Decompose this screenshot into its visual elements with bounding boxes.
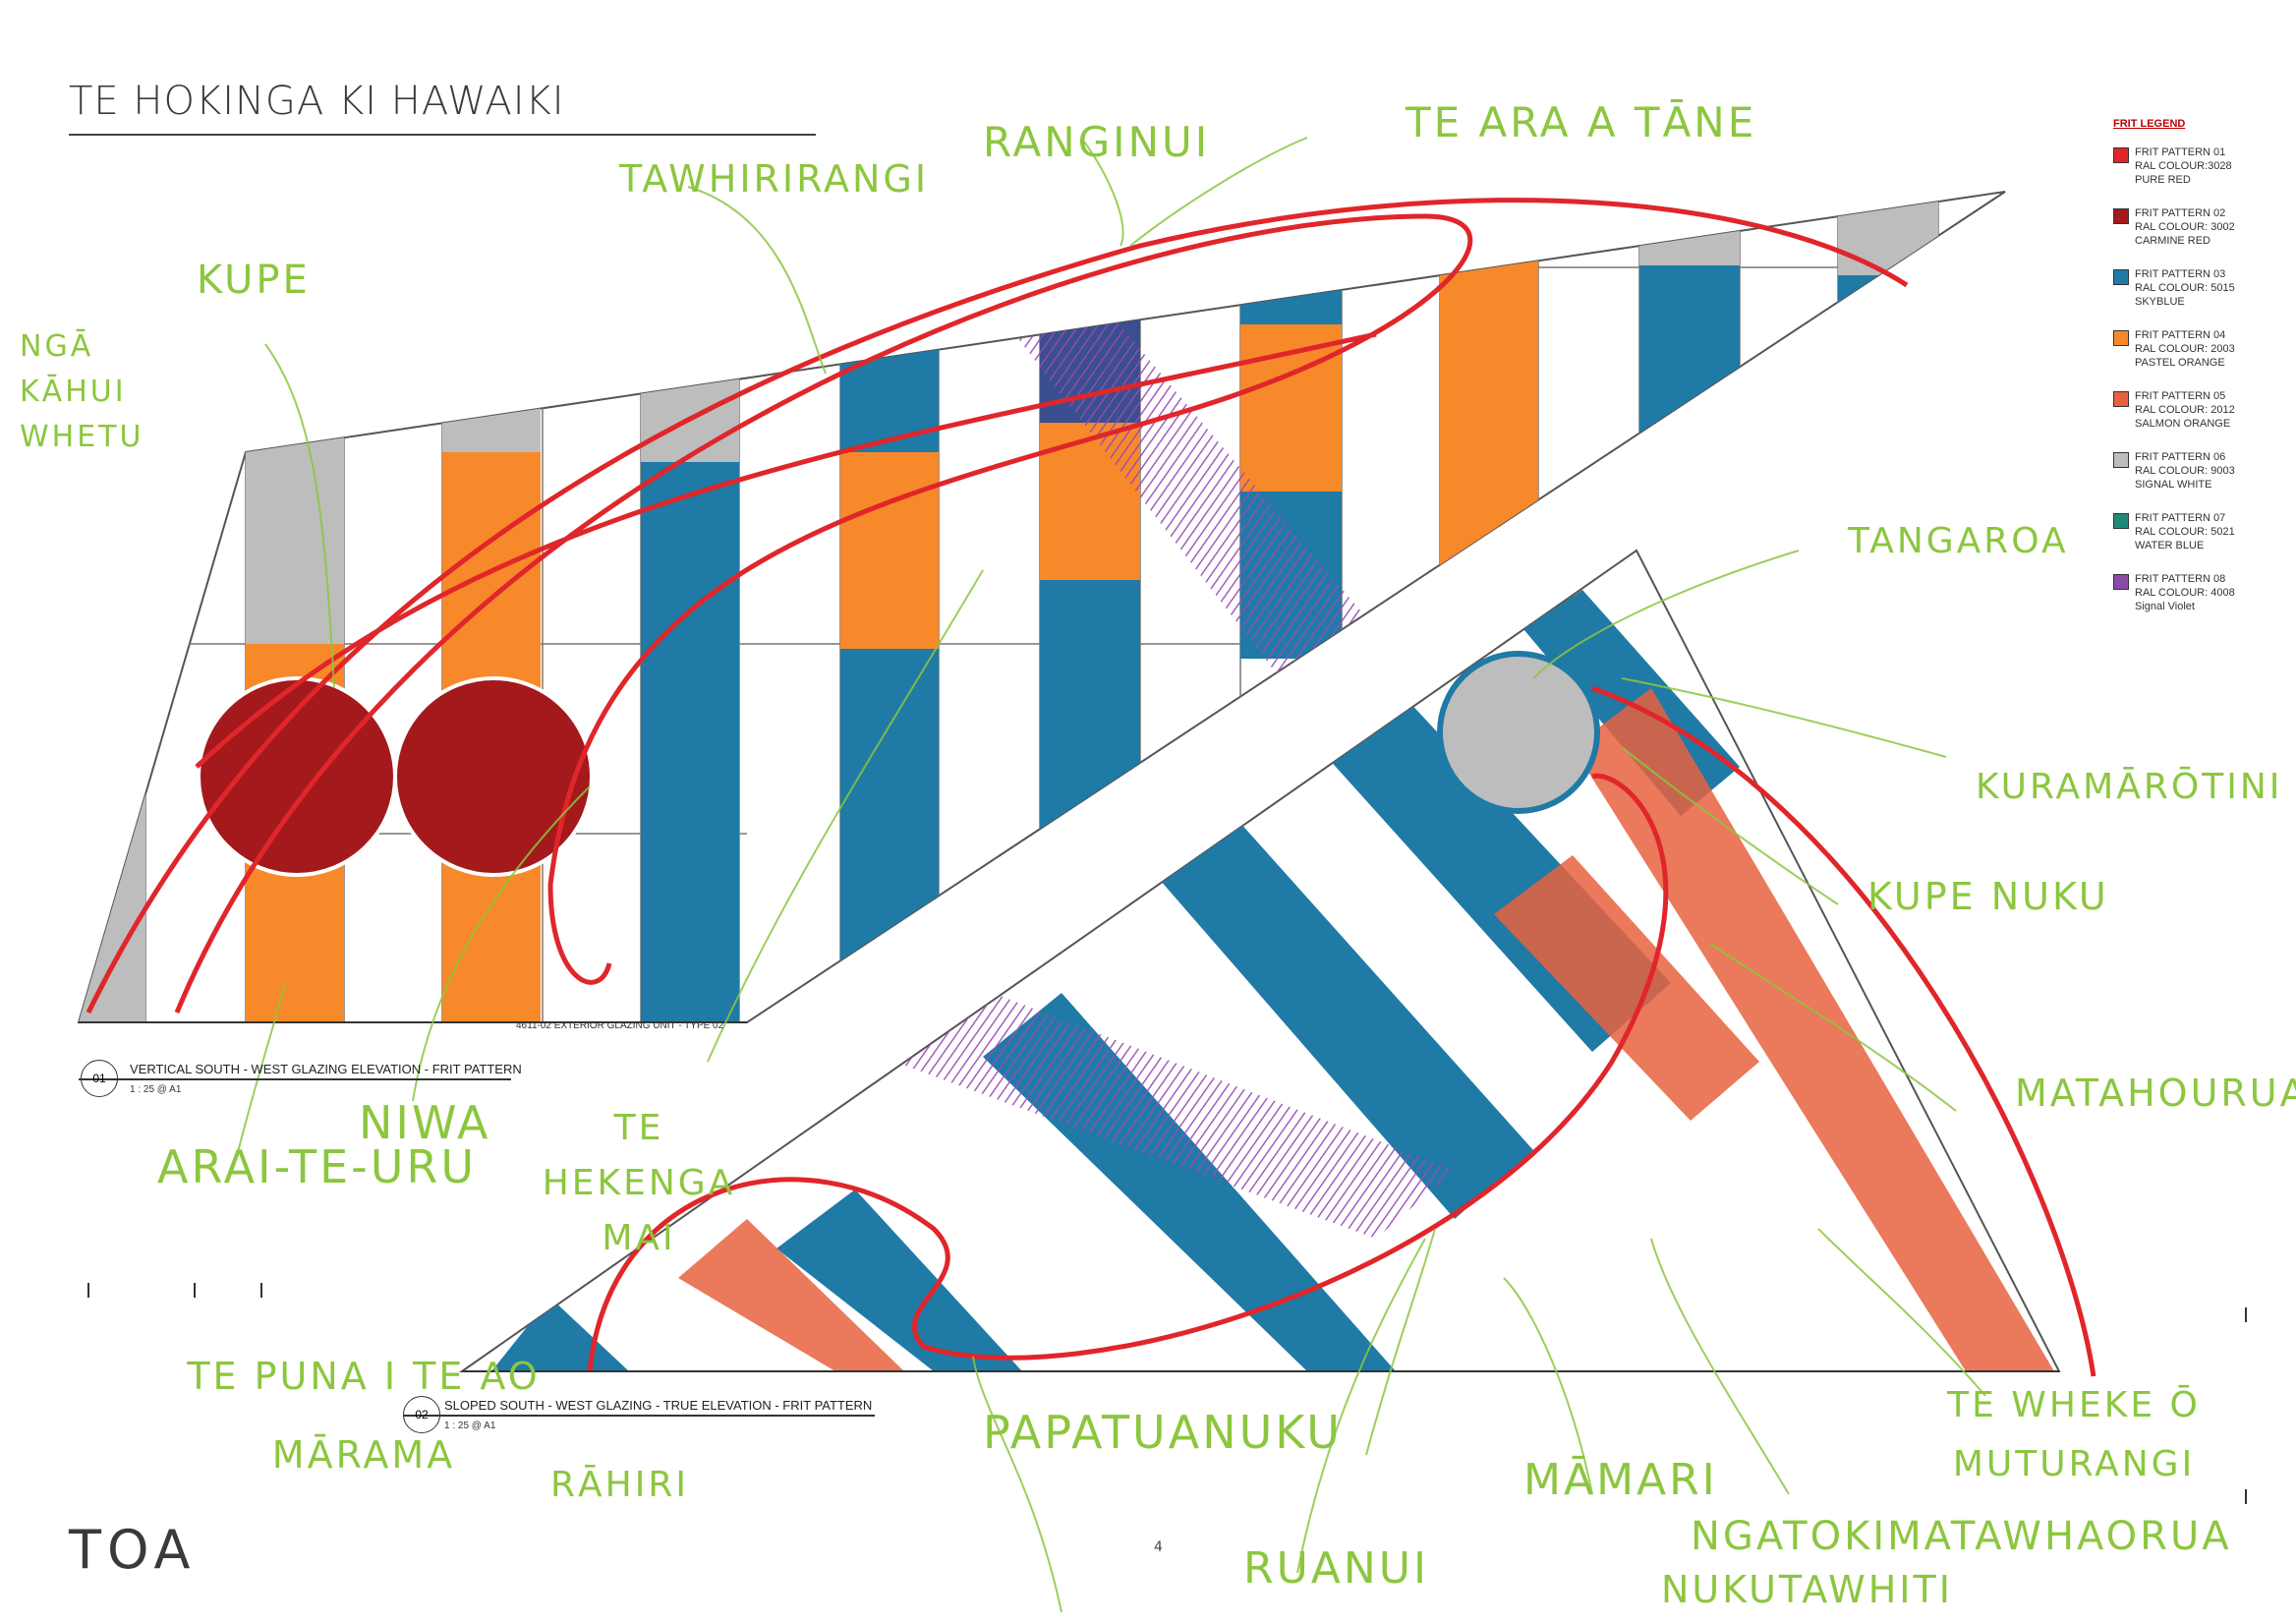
legend-colour-name: SKYBLUE <box>2135 296 2185 308</box>
annotation-kupe-nuku: KUPE NUKU <box>1867 875 2109 918</box>
legend-title: FRIT LEGEND <box>2113 118 2186 130</box>
annotation-niwa: NIWA <box>359 1096 491 1149</box>
legend-ral: RAL COLOUR: 4008 <box>2135 587 2235 599</box>
legend-colour-name: SIGNAL WHITE <box>2135 479 2212 491</box>
annotation-leaders <box>235 137 1986 1613</box>
brand-logo: TOA <box>69 1519 197 1581</box>
legend-colour-name: Signal Violet <box>2135 601 2195 612</box>
legend-ral: RAL COLOUR: 5015 <box>2135 282 2235 294</box>
annotation-arai-te-uru: ARAI-TE-URU <box>157 1140 478 1193</box>
annotation-kupe: KUPE <box>197 258 311 303</box>
annotation-ruanui: RUANUI <box>1243 1543 1429 1594</box>
annotation-te-wheke-o-muturangi: TE WHEKE Ō MUTURANGI <box>1947 1385 2201 1484</box>
legend-pattern-name: FRIT PATTERN 08 <box>2135 573 2226 585</box>
legend-swatch <box>2113 208 2129 224</box>
legend-swatch <box>2113 391 2129 407</box>
annotation-te-puna-i-te-ao-marama: TE PUNA I TE AO MĀRAMA <box>187 1355 541 1477</box>
caption-02-number: 02 <box>403 1396 440 1433</box>
legend-ral: RAL COLOUR: 2003 <box>2135 343 2235 355</box>
glazing-unit-label: 4611-02 EXTERIOR GLAZING UNIT - TYPE 02 <box>516 1020 724 1031</box>
legend-pattern-name: FRIT PATTERN 05 <box>2135 390 2226 402</box>
annotation-kuramarotini: KURAMĀRŌTINI <box>1976 767 2283 807</box>
annotation-papatuanuku: PAPATUANUKU <box>983 1406 1343 1459</box>
annotation-ngatokimatawhaorua: NGATOKIMATAWHAORUA <box>1691 1514 2232 1559</box>
annotation-te-ara-a-tane: TE ARA A TĀNE <box>1406 98 1757 146</box>
legend-colour-name: PASTEL ORANGE <box>2135 357 2225 369</box>
legend-ral: RAL COLOUR: 9003 <box>2135 465 2235 477</box>
legend-pattern-name: FRIT PATTERN 03 <box>2135 268 2226 280</box>
legend-swatch <box>2113 574 2129 590</box>
legend-ral: RAL COLOUR: 2012 <box>2135 404 2235 416</box>
annotation-tangaroa: TANGAROA <box>1848 521 2069 561</box>
legend-colour-name: CARMINE RED <box>2135 235 2211 247</box>
annotation-nukutawhiti: NUKUTAWHITI <box>1661 1568 1953 1611</box>
annotation-mamari: MĀMARI <box>1523 1455 1718 1505</box>
caption-01-title: VERTICAL SOUTH - WEST GLAZING ELEVATION … <box>130 1062 522 1076</box>
legend-swatch <box>2113 513 2129 529</box>
legend-colour-name: SALMON ORANGE <box>2135 418 2231 430</box>
legend-colour-name: WATER BLUE <box>2135 540 2205 551</box>
annotation-te-hekenga-mai: TE HEKENGA MAI <box>542 1108 736 1258</box>
annotation-matahourua: MATAHOURUA <box>2015 1072 2296 1115</box>
title-underline <box>69 134 816 136</box>
annotation-rahiri: RĀHIRI <box>550 1465 689 1505</box>
legend-swatch <box>2113 147 2129 163</box>
elevation-01 <box>77 191 2006 1023</box>
annotation-ranginui: RANGINUI <box>983 118 1211 166</box>
annotation-nga-kahui-whetu: NGĀ KĀHUI WHETU <box>20 329 144 454</box>
legend-swatch <box>2113 269 2129 285</box>
legend-pattern-name: FRIT PATTERN 04 <box>2135 329 2226 341</box>
legend-ral: RAL COLOUR: 3002 <box>2135 221 2235 233</box>
annotation-tawhirirangi: TAWHIRIRANGI <box>619 157 930 201</box>
legend-pattern-name: FRIT PATTERN 07 <box>2135 512 2226 524</box>
legend-ral: RAL COLOUR: 5021 <box>2135 526 2235 538</box>
legend-pattern-name: FRIT PATTERN 01 <box>2135 146 2226 158</box>
caption-02-title: SLOPED SOUTH - WEST GLAZING - TRUE ELEVA… <box>444 1398 873 1413</box>
legend-swatch <box>2113 452 2129 468</box>
legend-ral: RAL COLOUR:3028 <box>2135 160 2232 172</box>
legend-pattern-name: FRIT PATTERN 02 <box>2135 207 2226 219</box>
frit-legend: FRIT LEGEND FRIT PATTERN 01 RAL COLOUR:30… <box>2113 118 2261 629</box>
legend-pattern-name: FRIT PATTERN 06 <box>2135 451 2226 463</box>
legend-swatch <box>2113 330 2129 346</box>
caption-01-scale: 1 : 25 @ A1 <box>130 1084 182 1095</box>
caption-01-number: 01 <box>81 1060 118 1097</box>
page-title: TE HOKINGA KI HAWAIKI <box>69 79 565 124</box>
legend-colour-name: PURE RED <box>2135 174 2191 186</box>
page-number: 4 <box>1154 1539 1163 1555</box>
caption-02-scale: 1 : 25 @ A1 <box>444 1421 496 1431</box>
elevation-02 <box>458 549 2096 1377</box>
